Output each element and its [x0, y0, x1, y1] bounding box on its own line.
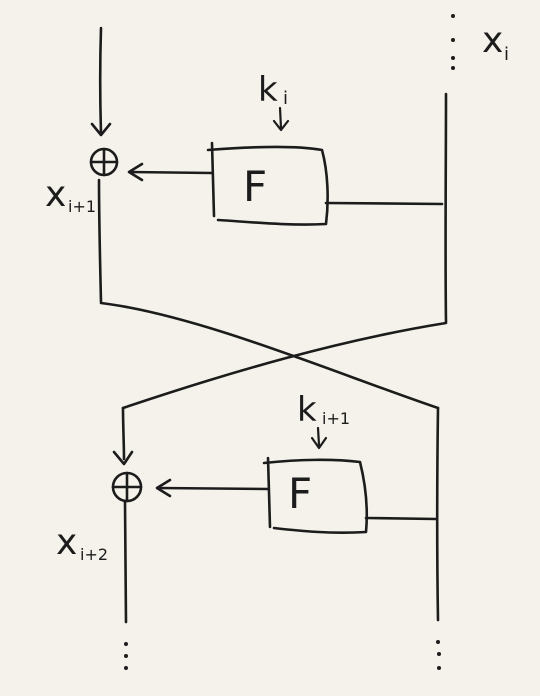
f-label-bottom: F	[288, 469, 312, 518]
svg-text:i+2: i+2	[80, 545, 108, 564]
xor-top	[89, 147, 119, 177]
ellipsis-top-right	[451, 14, 455, 70]
f-to-xor-bottom-arrowhead	[155, 478, 172, 498]
key-k-i-label: k i	[258, 70, 288, 110]
cross-wire-right-to-left	[121, 321, 448, 410]
left-wire-bottom-output	[123, 500, 128, 624]
svg-text:i: i	[283, 88, 288, 109]
svg-text:k: k	[258, 70, 278, 110]
svg-text:i+1: i+1	[68, 197, 96, 216]
svg-text:k: k	[297, 390, 317, 430]
left-input-wire	[98, 26, 103, 135]
f-box-top	[206, 141, 329, 226]
f-to-xor-top-arrowhead	[127, 162, 144, 182]
left-wire-mid	[97, 178, 103, 304]
ellipsis-bottom-right	[436, 640, 441, 670]
svg-text:i: i	[504, 44, 509, 65]
left-bottom-arrowhead	[112, 450, 134, 466]
f-bottom-input-line	[364, 516, 438, 521]
svg-text:x: x	[45, 174, 66, 215]
left-wire-bottom-input	[121, 406, 126, 461]
f-to-xor-top-line	[128, 170, 214, 175]
xor-bottom	[111, 471, 143, 503]
key-k-i1-arrow	[310, 426, 328, 450]
f-to-xor-bottom-line	[156, 486, 270, 491]
key-k-i-arrow	[272, 106, 290, 132]
svg-text:x: x	[56, 522, 77, 563]
right-wire-bottom	[435, 406, 440, 622]
f-box-bottom	[262, 456, 369, 534]
left-input-arrowhead	[90, 122, 112, 137]
ellipsis-bottom-left	[124, 642, 128, 670]
label-x-i1: x i+1	[45, 174, 96, 216]
label-x-i: x i	[482, 20, 509, 65]
f-label-top: F	[243, 162, 267, 211]
cross-wire-left-to-right	[99, 301, 440, 410]
label-x-i2: x i+2	[56, 522, 108, 564]
svg-text:x: x	[482, 20, 503, 61]
key-k-i1-label: k i+1	[297, 390, 350, 430]
f-top-input-line	[324, 201, 444, 206]
svg-text:i+1: i+1	[322, 409, 350, 428]
